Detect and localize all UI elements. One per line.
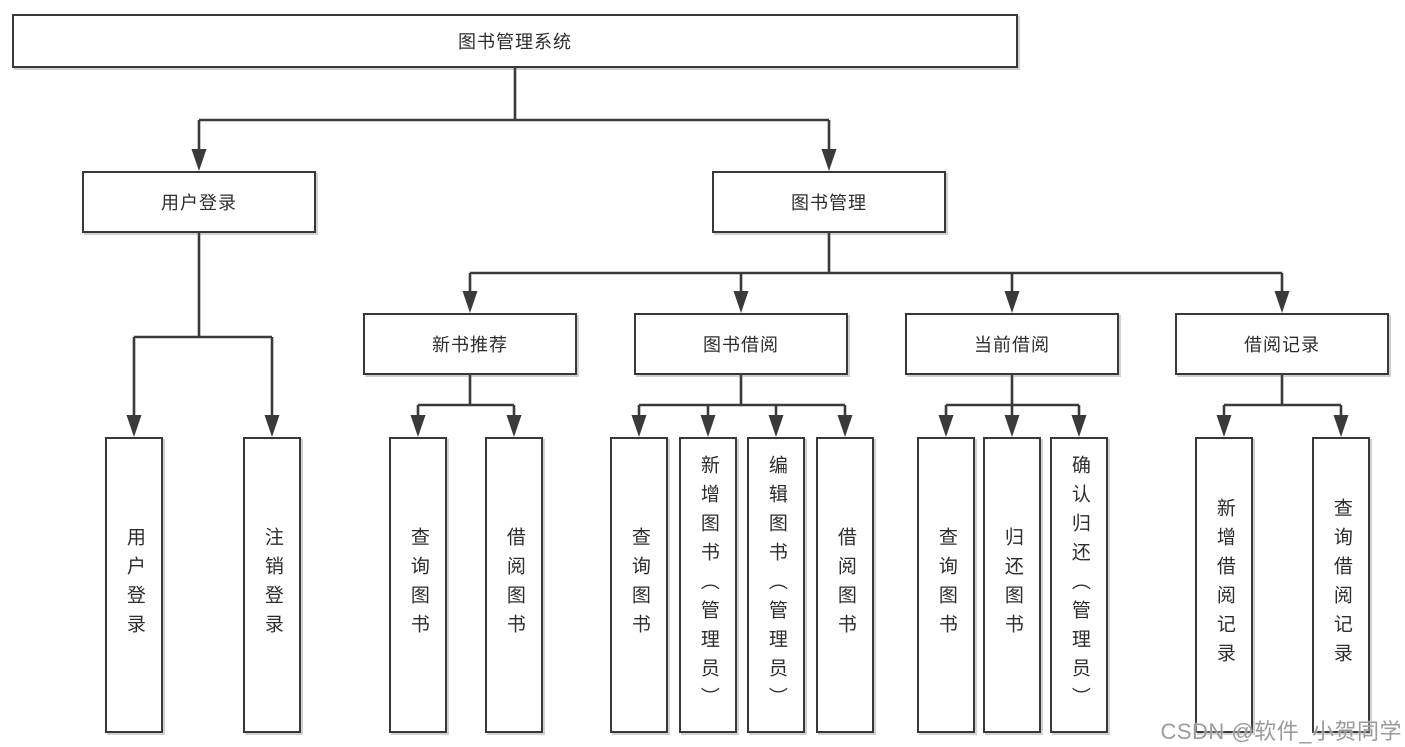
node-label: 查询图书 [628, 527, 650, 643]
leaf-borrow-books-2: 借阅图书 [816, 437, 874, 733]
leaf-borrow-books-1: 借阅图书 [485, 437, 543, 733]
node-label: 归还图书 [1001, 527, 1023, 643]
arrow-down-icon [1333, 415, 1349, 437]
leaf-add-books-admin: 新增图书（管理员） [679, 437, 737, 733]
node-label: 新书推荐 [432, 335, 508, 355]
node-book-management-module: 图书管理 [712, 171, 946, 233]
node-library-system: 图书管理系统 [12, 14, 1018, 68]
node-label: 借阅图书 [834, 527, 856, 643]
arrow-down-icon [1071, 415, 1087, 437]
node-label: 当前借阅 [974, 335, 1050, 355]
node-label: 注销登录 [261, 527, 283, 643]
leaf-logout: 注销登录 [243, 437, 301, 733]
arrow-down-icon [733, 291, 749, 313]
arrow-down-icon [264, 415, 280, 437]
node-book-borrowing: 图书借阅 [634, 313, 848, 375]
arrow-down-icon [462, 291, 478, 313]
node-label: 查询借阅记录 [1330, 498, 1352, 672]
arrow-down-icon [821, 149, 837, 171]
node-label: 新增图书（管理员） [697, 454, 719, 716]
arrow-down-icon [938, 415, 954, 437]
leaf-search-books-3: 查询图书 [917, 437, 975, 733]
leaf-edit-books-admin: 编辑图书（管理员） [747, 437, 805, 733]
arrow-down-icon [768, 415, 784, 437]
node-label: 查询图书 [935, 527, 957, 643]
node-label: 图书借阅 [703, 335, 779, 355]
node-new-book-recommend: 新书推荐 [363, 313, 577, 375]
node-label: 用户登录 [161, 193, 237, 213]
arrow-down-icon [126, 415, 142, 437]
node-label: 新增借阅记录 [1213, 498, 1235, 672]
arrow-down-icon [506, 415, 522, 437]
leaf-add-borrow-record: 新增借阅记录 [1195, 437, 1253, 733]
node-label: 图书管理系统 [458, 32, 572, 52]
leaf-search-books-2: 查询图书 [610, 437, 668, 733]
node-current-borrowing: 当前借阅 [905, 313, 1119, 375]
arrow-down-icon [700, 415, 716, 437]
node-label: 查询图书 [407, 527, 429, 643]
arrow-down-icon [1274, 291, 1290, 313]
leaf-return-books: 归还图书 [983, 437, 1041, 733]
node-label: 用户登录 [123, 527, 145, 643]
node-label: 确认归还（管理员） [1068, 454, 1090, 716]
node-label: 借阅图书 [503, 527, 525, 643]
arrow-down-icon [1216, 415, 1232, 437]
leaf-search-borrow-record: 查询借阅记录 [1312, 437, 1370, 733]
leaf-confirm-return-admin: 确认归还（管理员） [1050, 437, 1108, 733]
arrow-down-icon [631, 415, 647, 437]
node-label: 借阅记录 [1244, 335, 1320, 355]
node-borrow-records: 借阅记录 [1175, 313, 1389, 375]
arrow-down-icon [191, 149, 207, 171]
arrow-down-icon [1004, 415, 1020, 437]
arrow-down-icon [410, 415, 426, 437]
arrow-down-icon [837, 415, 853, 437]
node-user-login-module: 用户登录 [82, 171, 316, 233]
leaf-search-books-1: 查询图书 [389, 437, 447, 733]
node-label: 编辑图书（管理员） [765, 454, 787, 716]
node-label: 图书管理 [791, 193, 867, 213]
leaf-user-login: 用户登录 [105, 437, 163, 733]
arrow-down-icon [1004, 291, 1020, 313]
csdn-watermark: CSDN @软件_小贺同学 [1160, 719, 1402, 744]
